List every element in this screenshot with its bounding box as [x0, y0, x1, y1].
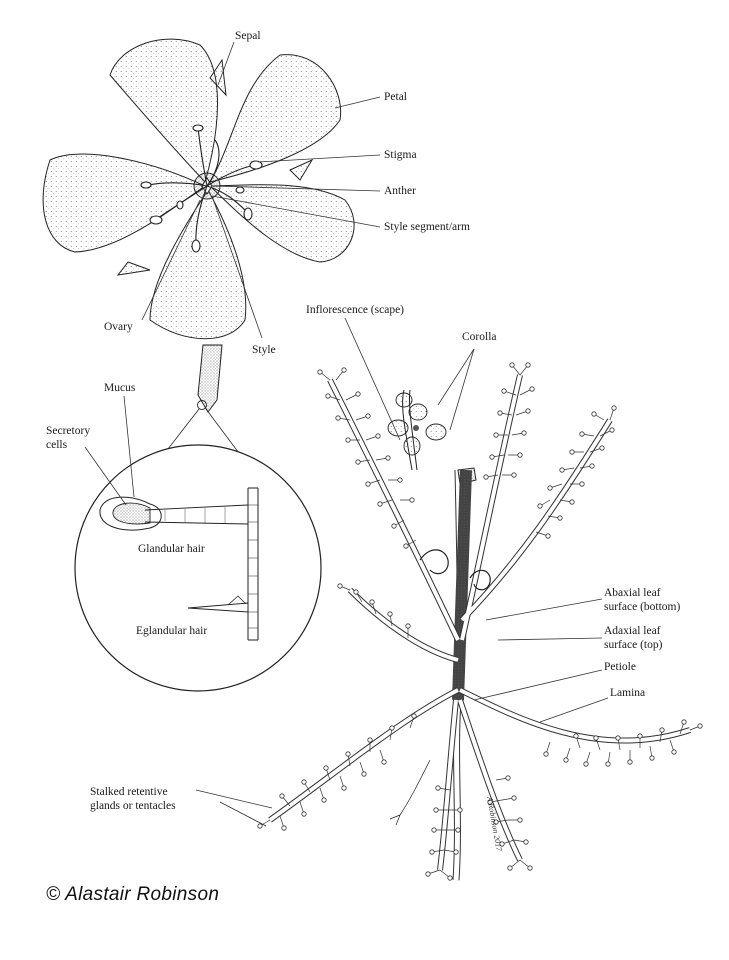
secretory-cells: [112, 502, 151, 525]
label-abaxial-1: Abaxial leaf: [604, 587, 661, 599]
label-inflorescence: Inflorescence (scape): [306, 304, 405, 316]
petal: [208, 54, 342, 183]
label-stigma: Stigma: [384, 149, 417, 161]
tentacles: [259, 364, 701, 879]
petal: [149, 189, 247, 340]
petal: [42, 153, 207, 253]
inset-leader-lines: [84, 395, 135, 506]
petal: [109, 38, 218, 183]
petal: [208, 184, 355, 263]
label-anther: Anther: [384, 185, 416, 197]
label-tentacles-1: Stalked retentive: [90, 786, 168, 798]
sepal: [116, 261, 151, 276]
label-lamina: Lamina: [610, 687, 646, 699]
label-sepal: Sepal: [235, 30, 261, 42]
label-glandular-hair: Glandular hair: [138, 543, 205, 555]
label-eglandular-hair: Eglandular hair: [136, 625, 208, 637]
sepal: [209, 58, 227, 97]
copyright-credit: © Alastair Robinson: [46, 884, 220, 905]
label-secretory-1: Secretory: [46, 425, 91, 437]
sundew-plant: [257, 362, 703, 881]
plant-leader-lines: [195, 317, 609, 827]
label-ovary: Ovary: [104, 321, 133, 333]
label-adaxial-2: surface (top): [604, 639, 663, 651]
flower-leader-lines: [141, 41, 381, 339]
label-style-segment: Style segment/arm: [384, 221, 470, 233]
label-style: Style: [252, 344, 276, 356]
label-abaxial-2: surface (bottom): [604, 601, 681, 613]
label-petal: Petal: [384, 91, 407, 103]
label-secretory-2: cells: [46, 439, 68, 451]
tentacle-glands: [257, 362, 703, 881]
label-tentacles-2: glands or tentacles: [90, 800, 176, 812]
flower-top-view: [42, 38, 355, 413]
label-corolla: Corolla: [462, 331, 497, 343]
label-mucus: Mucus: [104, 382, 136, 394]
label-petiole: Petiole: [604, 661, 636, 673]
label-adaxial-1: Adaxial leaf: [604, 625, 661, 637]
small-flower: [387, 392, 447, 456]
sepal: [289, 158, 314, 181]
magnified-inset: [74, 400, 322, 692]
